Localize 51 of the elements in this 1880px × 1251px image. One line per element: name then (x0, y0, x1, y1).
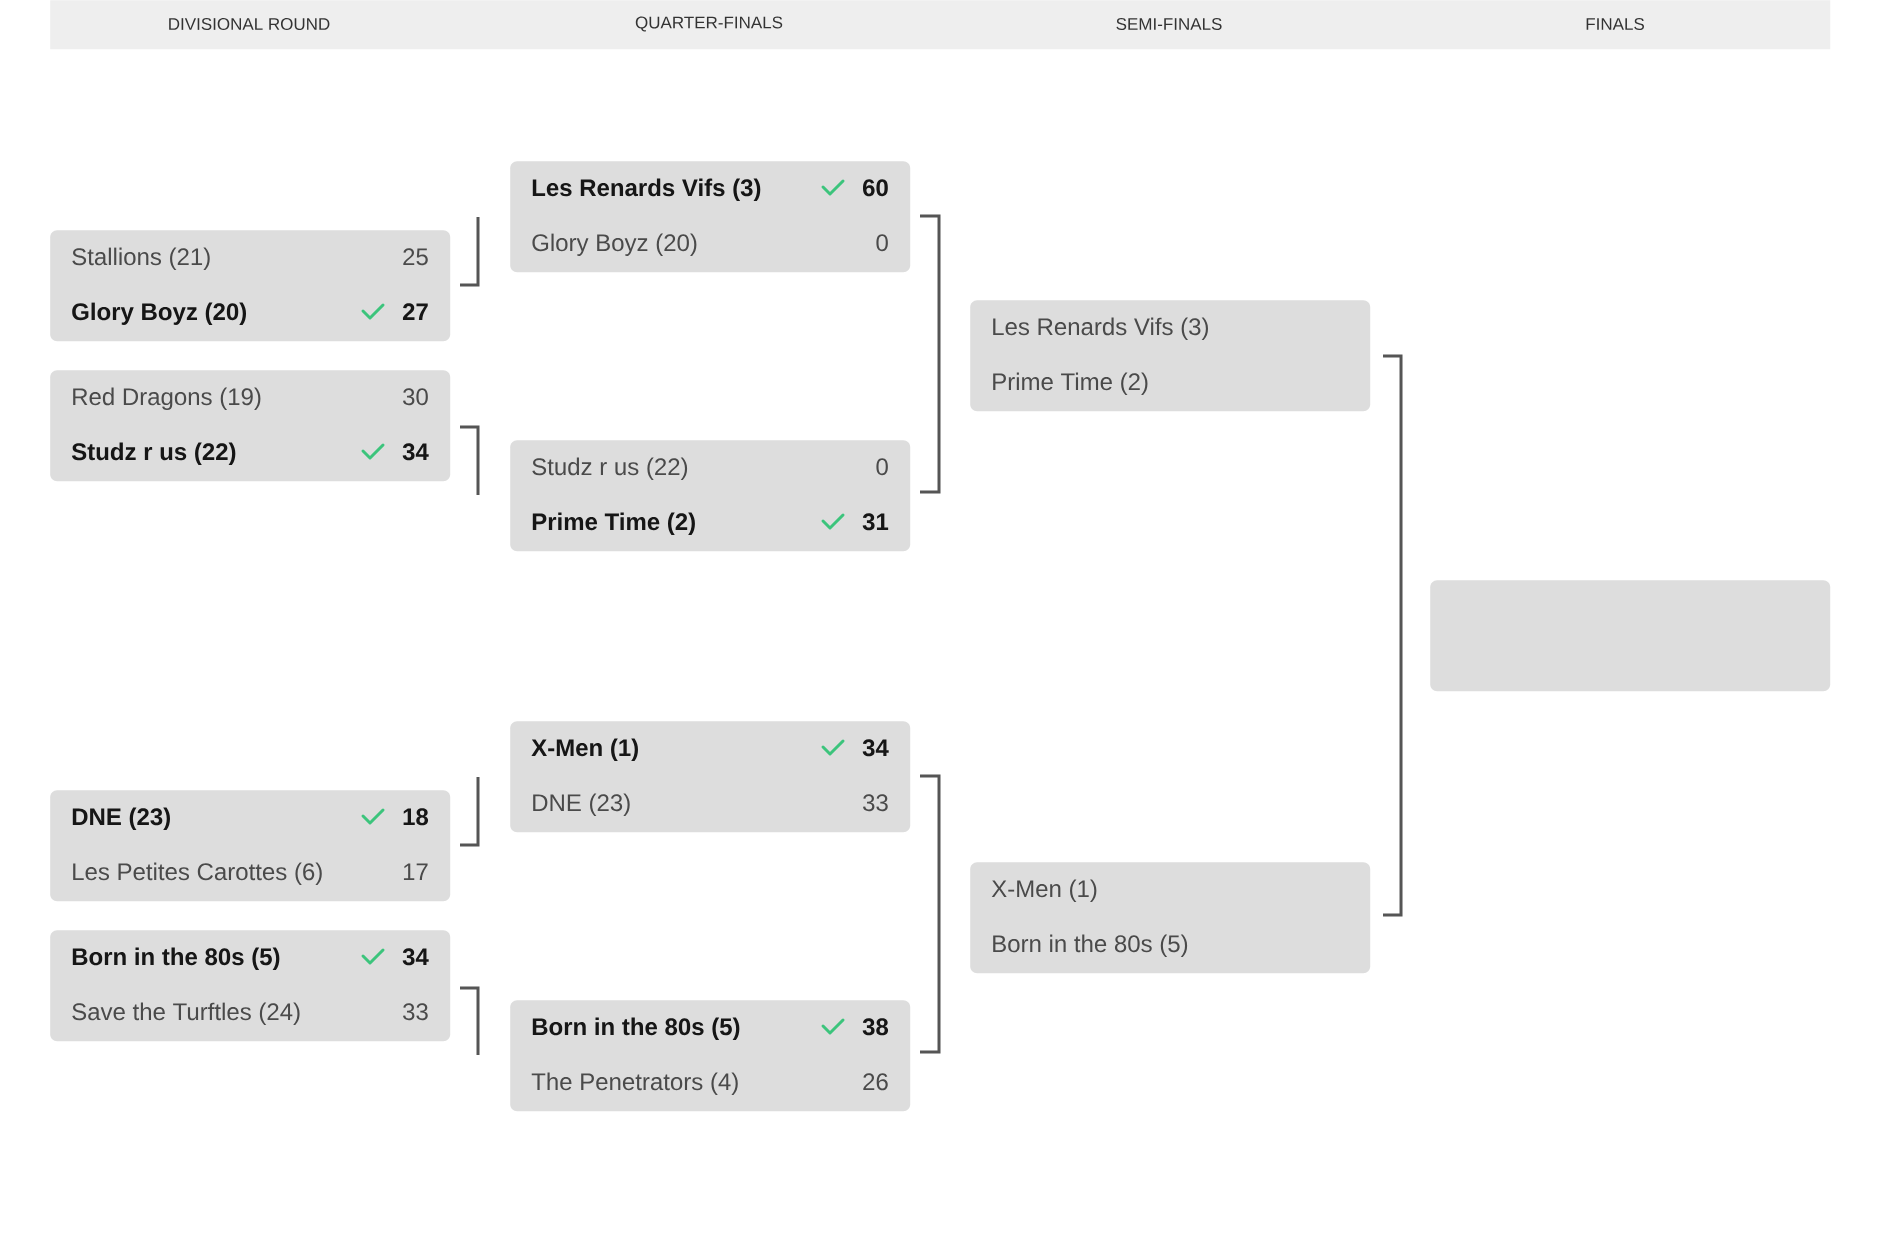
team-name: Born in the 80s (5) (993, 934, 1188, 957)
team-name: Les Renards Vifs (3) (993, 317, 1208, 340)
column-heading: QUARTER-FINALS (635, 16, 783, 32)
team-name: Born in the 80s (5) (532, 1017, 740, 1040)
team-name: Stallions (21) (72, 247, 210, 270)
score: 17 (403, 863, 428, 880)
team-name: Glory Boyz (20) (72, 302, 246, 325)
match-box (510, 440, 911, 552)
team-name: DNE (23) (72, 807, 170, 830)
team-name: Studz r us (22) (71, 442, 236, 465)
match-box (970, 862, 1371, 974)
match-box (50, 790, 451, 902)
team-name: Red Dragons (19) (73, 387, 261, 410)
match-box (970, 300, 1371, 412)
match-box (510, 1000, 911, 1112)
column-heading: FINALS (1586, 18, 1644, 31)
score: 33 (403, 1003, 428, 1021)
team-name: Glory Boyz (20) (532, 233, 697, 256)
score: 31 (862, 513, 889, 531)
score: 38 (862, 1018, 889, 1036)
team-name: X-Men (1) (531, 738, 638, 761)
team-name: Save the Turftles (24) (72, 1002, 300, 1025)
score: 34 (402, 948, 429, 966)
score: 33 (863, 794, 888, 812)
match-box (50, 230, 451, 342)
score: 27 (402, 303, 428, 320)
team-name: The Penetrators (4) (531, 1072, 738, 1095)
team-name: Born in the 80s (5) (72, 947, 280, 970)
score: 25 (403, 248, 428, 266)
score: 34 (402, 443, 429, 461)
match-box (50, 370, 451, 482)
match-box (510, 721, 911, 833)
team-name: Les Renards Vifs (3) (532, 178, 761, 201)
column-heading: DIVISIONAL ROUND (169, 18, 330, 31)
score: 30 (403, 388, 428, 406)
score: 18 (403, 808, 429, 826)
score: 60 (863, 179, 888, 197)
score: 0 (876, 234, 888, 252)
team-name: DNE (23) (533, 793, 630, 816)
team-name: X-Men (1) (991, 879, 1097, 902)
team-name: Prime Time (2) (532, 512, 695, 535)
team-name: Les Petites Carottes (6) (73, 862, 322, 885)
team-name: Prime Time (2) (993, 372, 1148, 395)
column-heading: SEMI-FINALS (1116, 18, 1222, 31)
match-box (510, 161, 911, 273)
team-name: Studz r us (22) (532, 457, 688, 480)
score: 26 (863, 1073, 888, 1091)
score: 0 (876, 458, 888, 476)
match-box (50, 930, 451, 1042)
score: 34 (862, 739, 889, 757)
empty-box (1430, 580, 1831, 692)
